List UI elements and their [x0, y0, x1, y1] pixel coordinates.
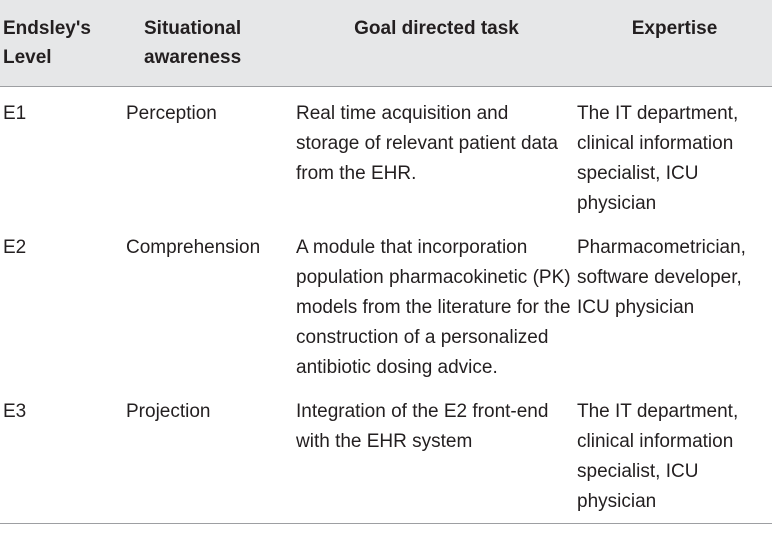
cell-level: E3 — [0, 385, 126, 524]
cell-level: E2 — [3, 237, 27, 258]
header-situational-awareness: Situational awareness — [126, 0, 296, 87]
cell-expertise: Pharmacometrician, software developer, I… — [577, 237, 746, 318]
table-row: E2 Comprehension A module that incorpora… — [0, 221, 772, 385]
cell-expertise: The IT department, clinical information … — [577, 103, 739, 214]
cell-level: E1 — [3, 103, 27, 124]
cell-awareness: Comprehension — [126, 237, 261, 258]
data-table: Endsley's Level Situational awareness Go… — [0, 0, 772, 524]
cell-expertise: The IT department, clinical information … — [577, 385, 772, 524]
table-row: E1 Perception Real time acquisition and … — [0, 87, 772, 222]
table-row: E3 Projection Integration of the E2 fron… — [0, 385, 772, 524]
cell-task: A module that incorporation population p… — [296, 237, 571, 378]
cell-awareness: Projection — [126, 385, 296, 524]
header-row: Endsley's Level Situational awareness Go… — [0, 0, 772, 87]
header-expertise: Expertise — [577, 0, 772, 87]
cell-task: Real time acquisition and storage of rel… — [296, 103, 558, 184]
table-header: Endsley's Level Situational awareness Go… — [0, 0, 772, 87]
header-goal-directed-task: Goal directed task — [296, 0, 577, 87]
cell-awareness: Perception — [126, 103, 217, 124]
cell-task: Integration of the E2 front-end with the… — [296, 385, 577, 524]
table-body: E1 Perception Real time acquisition and … — [0, 87, 772, 524]
header-endsleys-level: Endsley's Level — [0, 0, 126, 87]
